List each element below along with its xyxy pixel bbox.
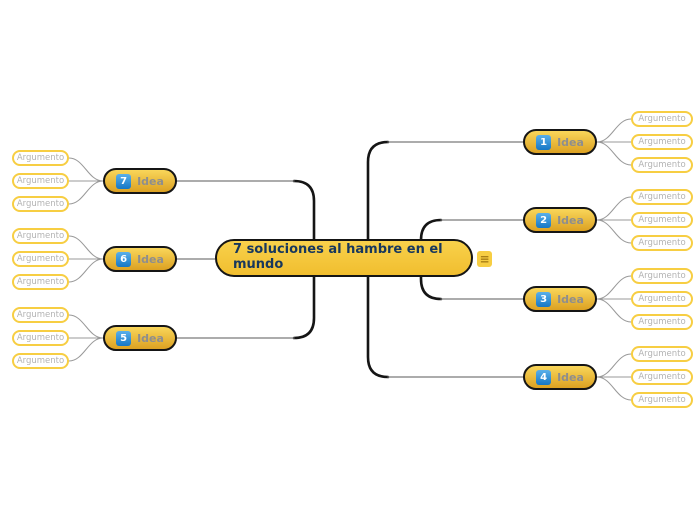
idea-node-3[interactable]: 3 Idea — [523, 286, 597, 312]
idea-label: Idea — [557, 292, 584, 306]
argument-label: Argumento — [638, 137, 686, 147]
connector-line — [596, 118, 632, 143]
argument-node[interactable]: Argumento — [631, 346, 693, 362]
argument-node[interactable]: Argumento — [12, 353, 69, 369]
idea-label: Idea — [557, 213, 584, 227]
connector-line — [366, 274, 390, 379]
argument-label: Argumento — [16, 310, 65, 320]
connector-line — [68, 235, 104, 260]
connector-line — [596, 196, 632, 221]
argument-node[interactable]: Argumento — [631, 111, 693, 127]
argument-label: Argumento — [16, 254, 65, 264]
argument-label: Argumento — [638, 238, 686, 248]
argument-node[interactable]: Argumento — [12, 196, 69, 212]
argument-node[interactable]: Argumento — [631, 189, 693, 205]
argument-label: Argumento — [16, 277, 65, 287]
idea-node-5[interactable]: 5 Idea — [103, 325, 177, 351]
idea-number-badge: 1 — [536, 134, 552, 150]
argument-node[interactable]: Argumento — [631, 291, 693, 307]
argument-node[interactable]: Argumento — [12, 173, 69, 189]
argument-label: Argumento — [638, 192, 686, 202]
argument-node[interactable]: Argumento — [631, 392, 693, 408]
idea-node-7[interactable]: 7 Idea — [103, 168, 177, 194]
connector-line — [68, 314, 104, 339]
connector-line — [68, 180, 104, 205]
menu-icon: ≡ — [479, 252, 490, 266]
argument-label: Argumento — [638, 215, 686, 225]
connector-line — [596, 353, 632, 378]
connector-line — [292, 179, 316, 242]
idea-label: Idea — [137, 331, 164, 345]
idea-label: Idea — [137, 252, 164, 266]
argument-node[interactable]: Argumento — [12, 330, 69, 346]
argument-label: Argumento — [16, 333, 65, 343]
argument-label: Argumento — [16, 176, 65, 186]
argument-node[interactable]: Argumento — [631, 314, 693, 330]
argument-node[interactable]: Argumento — [631, 212, 693, 228]
argument-node[interactable]: Argumento — [12, 251, 69, 267]
argument-node[interactable]: Argumento — [631, 235, 693, 251]
idea-number-badge: 2 — [536, 212, 552, 228]
connector-line — [366, 140, 390, 242]
argument-node[interactable]: Argumento — [631, 157, 693, 173]
connector-line — [596, 275, 632, 300]
connector-line — [68, 157, 104, 182]
idea-label: Idea — [557, 135, 584, 149]
argument-label: Argumento — [638, 114, 686, 124]
argument-node[interactable]: Argumento — [12, 150, 69, 166]
connector-line — [596, 376, 632, 401]
argument-label: Argumento — [638, 372, 686, 382]
argument-label: Argumento — [638, 349, 686, 359]
argument-label: Argumento — [16, 153, 65, 163]
argument-label: Argumento — [638, 294, 686, 304]
idea-number-badge: 3 — [536, 291, 552, 307]
argument-node[interactable]: Argumento — [631, 134, 693, 150]
idea-number-badge: 7 — [116, 173, 132, 189]
connector-line — [596, 219, 632, 244]
argument-label: Argumento — [16, 199, 65, 209]
central-topic-title: 7 soluciones al hambre en el mundo — [233, 242, 443, 272]
idea-node-4[interactable]: 4 Idea — [523, 364, 597, 390]
topic-menu-button[interactable]: ≡ — [477, 251, 492, 267]
idea-label: Idea — [557, 370, 584, 384]
idea-node-2[interactable]: 2 Idea — [523, 207, 597, 233]
idea-number-badge: 5 — [116, 330, 132, 346]
central-topic-node[interactable]: 7 soluciones al hambre en el mundo — [215, 239, 473, 277]
argument-label: Argumento — [16, 356, 65, 366]
argument-label: Argumento — [638, 395, 686, 405]
argument-node[interactable]: Argumento — [12, 228, 69, 244]
idea-node-1[interactable]: 1 Idea — [523, 129, 597, 155]
argument-node[interactable]: Argumento — [631, 268, 693, 284]
connector-line — [292, 274, 316, 340]
connector-line — [68, 337, 104, 362]
connector-line — [596, 141, 632, 166]
argument-node[interactable]: Argumento — [12, 307, 69, 323]
idea-number-badge: 4 — [536, 369, 552, 385]
argument-label: Argumento — [638, 271, 686, 281]
connector-line — [419, 218, 443, 242]
argument-node[interactable]: Argumento — [12, 274, 69, 290]
idea-node-6[interactable]: 6 Idea — [103, 246, 177, 272]
idea-number-badge: 6 — [116, 251, 132, 267]
argument-label: Argumento — [638, 317, 686, 327]
argument-label: Argumento — [638, 160, 686, 170]
argument-label: Argumento — [16, 231, 65, 241]
connector-line — [596, 298, 632, 323]
argument-node[interactable]: Argumento — [631, 369, 693, 385]
connector-line — [419, 274, 443, 301]
connector-line — [68, 258, 104, 283]
idea-label: Idea — [137, 174, 164, 188]
